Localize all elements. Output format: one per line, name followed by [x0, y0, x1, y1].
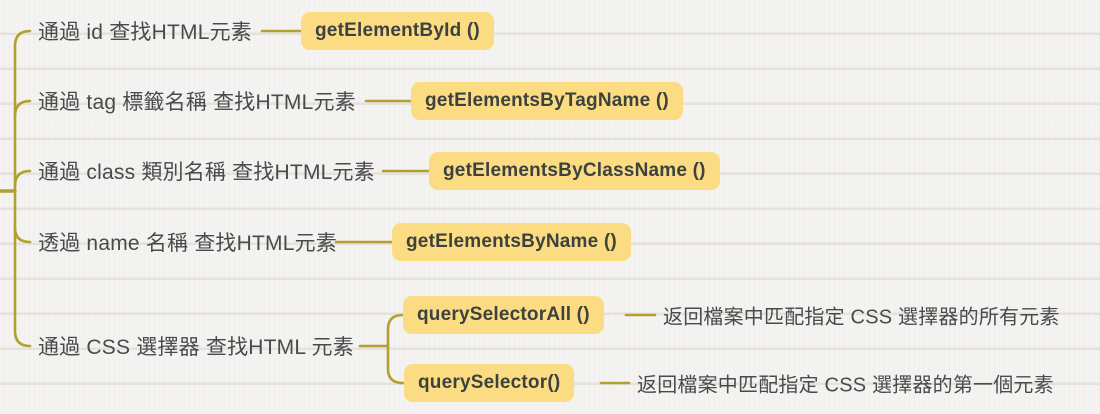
branch-label-tag[interactable]: 通過 tag 標籤名稱 查找HTML元素: [38, 91, 356, 114]
method-node-queryselectorall[interactable]: querySelectorAll (): [403, 296, 604, 334]
description-queryselectorall[interactable]: 返回檔案中匹配指定 CSS 選擇器的所有元素: [663, 306, 1060, 329]
method-node-getelementsbyclassname[interactable]: getElementsByClassName (): [429, 152, 720, 190]
branch4-curve: [13, 226, 32, 244]
branch-label-class[interactable]: 通過 class 類別名稱 查找HTML元素: [38, 161, 375, 184]
method-node-getelementbyid[interactable]: getElementById (): [301, 12, 494, 50]
branch-label-css-selector[interactable]: 通過 CSS 選擇器 查找HTML 元素: [38, 336, 354, 359]
method-node-getelementsbytagname[interactable]: getElementsByTagName (): [411, 82, 683, 120]
branch5-brace-curve: [386, 313, 405, 385]
method-node-getelementsbyname[interactable]: getElementsByName (): [392, 223, 631, 261]
branch-label-name[interactable]: 透過 name 名稱 查找HTML元素: [38, 232, 337, 255]
method-node-queryselector[interactable]: querySelector(): [404, 364, 575, 402]
branch2-curve: [13, 99, 32, 118]
branch-label-id[interactable]: 通過 id 查找HTML元素: [38, 21, 252, 44]
description-queryselector[interactable]: 返回檔案中匹配指定 CSS 選擇器的第一個元素: [637, 374, 1054, 397]
spine-curve: [13, 29, 32, 348]
branch3-curve: [13, 169, 32, 188]
